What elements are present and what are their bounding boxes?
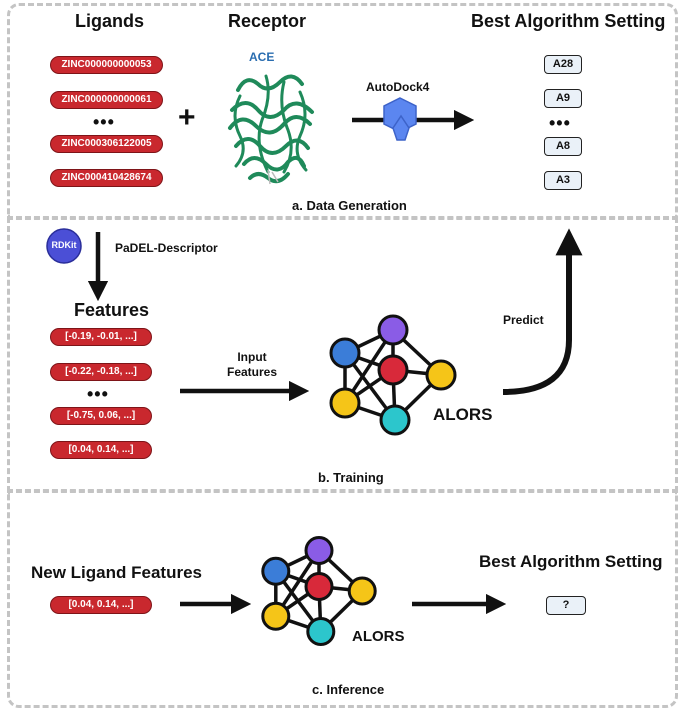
algorithm-setting-box: A8 (544, 137, 582, 156)
network-node-blue (261, 556, 291, 586)
rdkit-logo-icon (46, 228, 82, 264)
predict-arrow (502, 228, 583, 395)
autodock-icon (383, 97, 417, 141)
ligands-ellipsis: ••• (93, 112, 115, 132)
autodock4-label: AutoDock4 (366, 80, 430, 94)
network-node-yellow-right (425, 359, 457, 391)
network-node-blue (329, 337, 361, 369)
predict-label: Predict (503, 313, 544, 327)
rdkit-logo-text: RDKit (51, 240, 77, 250)
alors-network-inference-icon (261, 536, 377, 646)
receptor-name: ACE (249, 50, 275, 64)
algorithm-setting-box: A3 (544, 171, 582, 190)
ligands-title: Ligands (75, 11, 145, 31)
features-label: Features (226, 365, 278, 379)
features-ellipsis: ••• (87, 384, 109, 404)
new-ligand-features-title: New Ligand Features (31, 563, 202, 582)
feature-pill: [-0.22, -0.18, ...] (50, 363, 152, 381)
network-node-yellow-left (329, 387, 361, 419)
best-setting-title-a: Best Algorithm Setting (471, 11, 666, 31)
network-node-purple (304, 536, 334, 565)
network-node-cyan (306, 617, 336, 646)
receptor-title: Receptor (228, 11, 307, 31)
ligand-pill: ZINC000306122005 (50, 135, 163, 153)
panel-inference (7, 490, 678, 708)
feature-pill: [0.04, 0.14, ...] (50, 441, 152, 459)
ligand-pill: ZINC000000000061 (50, 91, 163, 109)
algorithm-setting-box: A28 (544, 55, 582, 74)
caption-training: b. Training (318, 470, 384, 485)
feature-pill: [-0.19, -0.01, ...] (50, 328, 152, 346)
ligand-pill: ZINC000410428674 (50, 169, 163, 187)
algorithm-setting-box: A9 (544, 89, 582, 108)
alors-network-training-icon (329, 314, 457, 436)
network-node-red (377, 354, 409, 386)
network-node-red (304, 572, 334, 601)
features-title: Features (74, 300, 150, 320)
caption-inference: c. Inference (312, 682, 385, 697)
alors-label-inference: ALORS (352, 628, 405, 645)
best-setting-title-c: Best Algorithm Setting (479, 552, 663, 571)
unknown-setting-box: ? (546, 596, 586, 615)
ligand-pill: ZINC000000000053 (50, 56, 163, 74)
network-node-purple (377, 314, 409, 346)
new-feature-pill: [0.04, 0.14, ...] (50, 596, 152, 614)
input-label: Input (237, 350, 267, 364)
caption-data-generation: a. Data Generation (292, 198, 407, 213)
padel-descriptor-label: PaDEL-Descriptor (115, 241, 218, 255)
protein-structure-icon (228, 74, 314, 184)
plus-sign: + (178, 101, 196, 134)
network-node-yellow-left (261, 601, 291, 631)
feature-pill: [-0.75, 0.06, ...] (50, 407, 152, 425)
alors-label-training: ALORS (433, 405, 493, 424)
network-node-cyan (379, 404, 411, 436)
network-node-yellow-right (347, 576, 377, 606)
algorithms-ellipsis: ••• (549, 113, 571, 133)
